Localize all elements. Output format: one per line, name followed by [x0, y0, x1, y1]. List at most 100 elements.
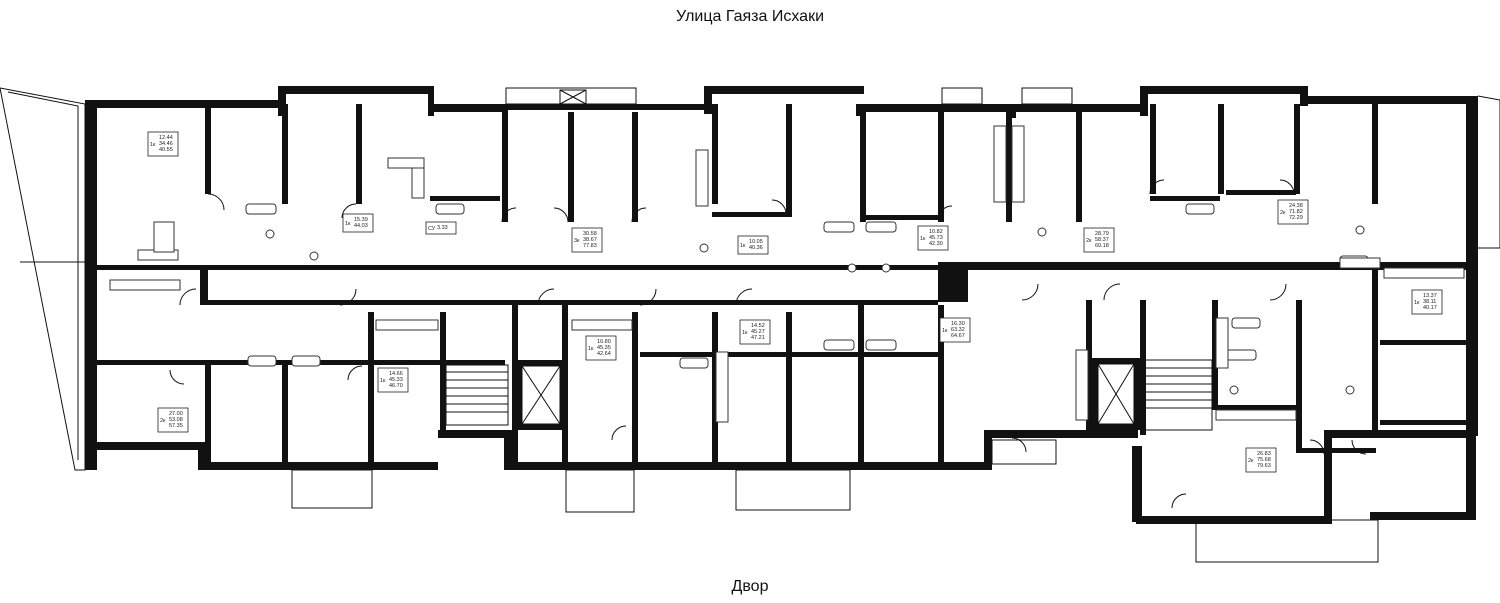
apartment-area: 12.44 [159, 135, 173, 141]
elevator-right [1092, 358, 1140, 430]
apartment-area: 13.37 [1423, 293, 1437, 299]
apartment-area: 45.35 [597, 345, 611, 351]
apartment-area: 3.33 [437, 225, 448, 231]
top-balcony-3 [1021, 87, 1073, 105]
apartment-area: 63.32 [951, 327, 965, 333]
apartment-area: 45.33 [389, 377, 403, 383]
apartment-label-box [1277, 199, 1309, 225]
apartment-label-box [157, 407, 189, 433]
apartment-area: 47.21 [751, 335, 765, 341]
apartment-area: 57.35 [169, 423, 183, 429]
apartment-type: 1к [742, 330, 748, 336]
bottom-balcony-1 [291, 469, 373, 509]
apartment-type: 1к [1414, 300, 1420, 306]
apartment-label-box [425, 221, 457, 235]
apartment-label-box [917, 225, 949, 251]
apartment-area: 42.30 [929, 241, 943, 247]
apartment-area: 14.52 [751, 323, 765, 329]
apartment-type: 1к [740, 243, 746, 249]
elevator-left [516, 360, 566, 430]
windows-top [130, 87, 1430, 107]
bottom-balcony-4 [1195, 519, 1379, 563]
apartment-label-box [939, 317, 971, 343]
apartment-type: 1к [588, 346, 594, 352]
apartment-label-box [1245, 447, 1277, 473]
corridor-walls [97, 262, 1468, 305]
apartment-area: 77.83 [583, 243, 597, 249]
yard-label: Двор [731, 578, 769, 595]
apartment-area: 45.73 [929, 235, 943, 241]
apartment-area: 14.66 [389, 371, 403, 377]
left-terrace-outline [0, 87, 86, 471]
apartment-type: 2к [160, 418, 166, 424]
kitchen-fixtures [109, 125, 1465, 423]
apartment-area: 16.30 [951, 321, 965, 327]
right-balcony-outline [1477, 95, 1500, 249]
apartment-type: 1к [345, 221, 351, 227]
apartment-area: 44.03 [354, 223, 368, 229]
apartment-type: 1к [942, 328, 948, 334]
apartment-area: 26.83 [1257, 451, 1271, 457]
top-balcony-2 [941, 87, 983, 105]
apartment-area: 60.18 [1095, 243, 1109, 249]
apartment-label-box [585, 335, 617, 361]
apartment-label-box [1083, 227, 1115, 253]
apartment-area: 46.70 [389, 383, 403, 389]
apartment-area: 40.17 [1423, 305, 1437, 311]
stair-core-left [445, 364, 509, 426]
apartment-area: 10.80 [597, 339, 611, 345]
apartment-area: 64.67 [951, 333, 965, 339]
apartment-area: 24.38 [1289, 203, 1303, 209]
apartment-label-box [342, 213, 374, 233]
apartment-area: 38.11 [1423, 299, 1436, 305]
apartment-area: 53.08 [169, 417, 183, 423]
apartment-area: 42.64 [597, 351, 611, 357]
apartment-type: 2к [1248, 458, 1254, 464]
bottom-balcony-3 [735, 469, 851, 511]
apartment-type: 2к [1086, 238, 1092, 244]
apartment-area: 58.37 [1095, 237, 1109, 243]
apartment-area: 10.05 [749, 239, 763, 245]
apartment-area: 15.39 [354, 217, 368, 223]
apartment-area: 71.82 [1289, 209, 1303, 215]
street-name-label: Улица Гаяза Исхаки [675, 8, 825, 25]
apartment-label-box [739, 319, 771, 345]
apartment-area: 30.58 [583, 231, 597, 237]
apartment-type: СУ [428, 226, 436, 232]
apartment-label-box [377, 367, 409, 393]
apartment-area: 10.82 [929, 229, 943, 235]
door-swings [169, 179, 1367, 509]
bottom-balcony-5 [991, 439, 1057, 465]
apartment-type: 1к [150, 142, 156, 148]
apartment-label-box [737, 235, 769, 255]
apartment-area: 79.63 [1257, 463, 1271, 469]
bottom-balcony-2 [565, 469, 635, 513]
apartment-area: 34.46 [159, 141, 173, 147]
windows-bottom [110, 435, 1430, 523]
bathroom-fixtures [245, 203, 1369, 395]
apartment-area: 27.00 [169, 411, 183, 417]
outer-walls [85, 86, 1478, 524]
apartment-area: 40.36 [749, 245, 763, 251]
apartment-label-box [571, 227, 603, 253]
left-terrace-outline-inner [7, 91, 79, 460]
apartment-label-box [1411, 289, 1443, 315]
apartment-area: 28.79 [1095, 231, 1109, 237]
apartment-area: 40.55 [159, 147, 173, 153]
